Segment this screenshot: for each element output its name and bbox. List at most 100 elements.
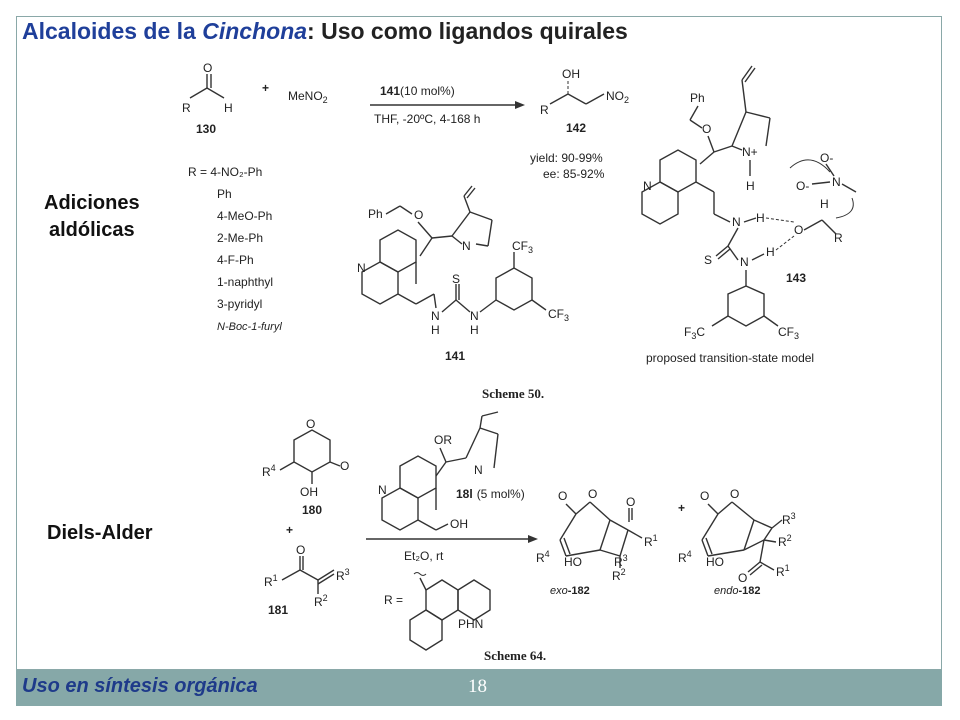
enone-r2: R2 <box>314 593 328 609</box>
page-number: 18 <box>468 676 487 697</box>
exo-bridge-o: O <box>588 487 597 501</box>
scheme-50: O R H 130 + MeNO2 141(10 mol%) THF, -20º… <box>182 61 857 401</box>
ee-text: ee: 85-92% <box>543 167 605 181</box>
exo-r2: R2 <box>612 567 626 583</box>
footer-bar: Uso en síntesis orgánica 18 <box>16 670 942 706</box>
ts-h-2: H <box>756 211 765 225</box>
scheme-50-caption: Scheme 50. <box>482 386 544 401</box>
ts-nitro-n: N <box>832 175 841 189</box>
substituent-item: N-Boc-1-furyl <box>217 321 282 333</box>
endo-r1: R1 <box>776 563 790 579</box>
cat18-n: N <box>474 463 483 477</box>
product-r: R <box>540 103 549 117</box>
reaction-arrow-50: 141(10 mol%) THF, -20ºC, 4-168 h <box>370 84 525 126</box>
r-equals: R = <box>384 593 403 607</box>
endo-bridge-o: O <box>730 487 739 501</box>
pyrone-180: O O R4 OH 180 <box>262 417 349 517</box>
exo-ho: HO <box>564 555 582 569</box>
ts-n-3: N <box>740 255 749 269</box>
catalyst-18l: OR N N OH 18l(5 mol%) <box>378 411 525 531</box>
ts-o-minus-2: O- <box>796 179 809 193</box>
pyrone-r4: R4 <box>262 463 276 479</box>
product-number: 142 <box>566 121 586 135</box>
nitromethane: MeNO2 <box>288 89 328 105</box>
phenanthryl-group: R = PHN <box>384 572 491 651</box>
cat-s: S <box>452 272 460 286</box>
cat-nh-2: N <box>470 309 479 323</box>
ts-o: O <box>702 122 711 136</box>
substituent-item: 1-naphthyl <box>217 275 273 289</box>
substituent-item: 3-pyridyl <box>217 297 262 311</box>
ts-ald-h: H <box>820 197 829 211</box>
exo-r4: R4 <box>536 549 550 565</box>
exo-carbonyl-o: O <box>558 489 567 503</box>
aldehyde-number: 130 <box>196 122 216 136</box>
endo-ho: HO <box>706 555 724 569</box>
endo-label: endo-182 <box>714 585 761 597</box>
enone-181: O R1 R3 R2 181 <box>264 543 350 617</box>
cat-quinoline-n: N <box>357 261 366 275</box>
ts-f3c: F3C <box>684 325 705 341</box>
transition-state-143: Ph O N+ H N <box>641 65 857 365</box>
enone-o: O <box>296 543 305 557</box>
substituent-item: 4-MeO-Ph <box>217 209 272 223</box>
endo-carbonyl-o: O <box>700 489 709 503</box>
plus-sign-1: + <box>286 523 293 537</box>
pyrone-number: 180 <box>302 503 322 517</box>
endo-ketone-o: O <box>738 571 747 585</box>
phn-label: PHN <box>458 617 483 631</box>
title-part-3: : Uso como ligandos quirales <box>307 18 628 44</box>
footer-text: Uso en síntesis orgánica <box>22 675 258 697</box>
diels-alder-label: Diels-Alder <box>47 522 153 544</box>
product-exo-182: O O O R1 R4 HO R3 <box>536 487 658 597</box>
ts-quinoline-n: N <box>643 179 652 193</box>
aldol-label-line1: Adiciones <box>44 192 140 214</box>
ts-h-3: H <box>766 245 775 259</box>
aldehyde-r: R <box>182 101 191 115</box>
title-part-italic: Cinchona <box>202 18 308 44</box>
conditions-64: Et₂O, rt <box>404 549 444 563</box>
substituent-item: 2-Me-Ph <box>217 231 263 245</box>
ts-caption: proposed transition-state model <box>646 351 814 365</box>
exo-ketone-o: O <box>626 495 635 509</box>
cat-o: O <box>414 208 423 222</box>
enone-number: 181 <box>268 603 288 617</box>
catalyst-141: Ph O N N <box>357 185 569 363</box>
cat-cf3-top: CF3 <box>512 239 533 255</box>
ts-cf3: CF3 <box>778 325 799 341</box>
aldehyde-h: H <box>224 101 233 115</box>
cat18-loading: 18l(5 mol%) <box>456 487 525 501</box>
ts-n-plus: N+ <box>742 145 758 159</box>
cat-n: N <box>462 239 471 253</box>
ts-h-1: H <box>746 179 755 193</box>
ts-ald-o: O <box>794 223 803 237</box>
ts-ph: Ph <box>690 91 705 105</box>
cat18-oh: OH <box>450 517 468 531</box>
aldehyde-130: O R H 130 <box>182 61 233 136</box>
substituent-list: R = 4-NO₂-Ph Ph 4-MeO-Ph 2-Me-Ph 4-F-Ph … <box>188 165 282 333</box>
endo-r4: R4 <box>678 549 692 565</box>
cat-cf3-bottom: CF3 <box>548 307 569 323</box>
substituent-item: Ph <box>217 187 232 201</box>
cat-h-2: H <box>470 323 479 337</box>
exo-r3: R3 <box>614 553 628 569</box>
cat-h-1: H <box>431 323 440 337</box>
enone-r1: R1 <box>264 573 278 589</box>
plus-sign-2: + <box>678 501 685 515</box>
ts-number: 143 <box>786 271 806 285</box>
pyrone-ring-o: O <box>306 417 315 431</box>
pyrone-oh: OH <box>300 485 318 499</box>
product-142: OH R NO2 142 yield: 90-99% ee: 85-92% <box>530 67 629 181</box>
scheme-64-caption: Scheme 64. <box>484 648 546 663</box>
scheme-64: O O R4 OH 180 + O R1 R3 <box>262 411 796 663</box>
slide-title: Alcaloides de la Cinchona: Uso como liga… <box>22 18 628 45</box>
title-part-1: Alcaloides de la <box>22 18 203 44</box>
cat18-or: OR <box>434 433 452 447</box>
plus-sign: + <box>262 81 269 95</box>
endo-r2: R2 <box>778 533 792 549</box>
cat18-quinoline-n: N <box>378 483 387 497</box>
reaction-schemes: O R H 130 + MeNO2 141(10 mol%) THF, -20º… <box>182 61 857 663</box>
cat-nh-1: N <box>431 309 440 323</box>
substituent-item: R = 4-NO₂-Ph <box>188 165 262 179</box>
